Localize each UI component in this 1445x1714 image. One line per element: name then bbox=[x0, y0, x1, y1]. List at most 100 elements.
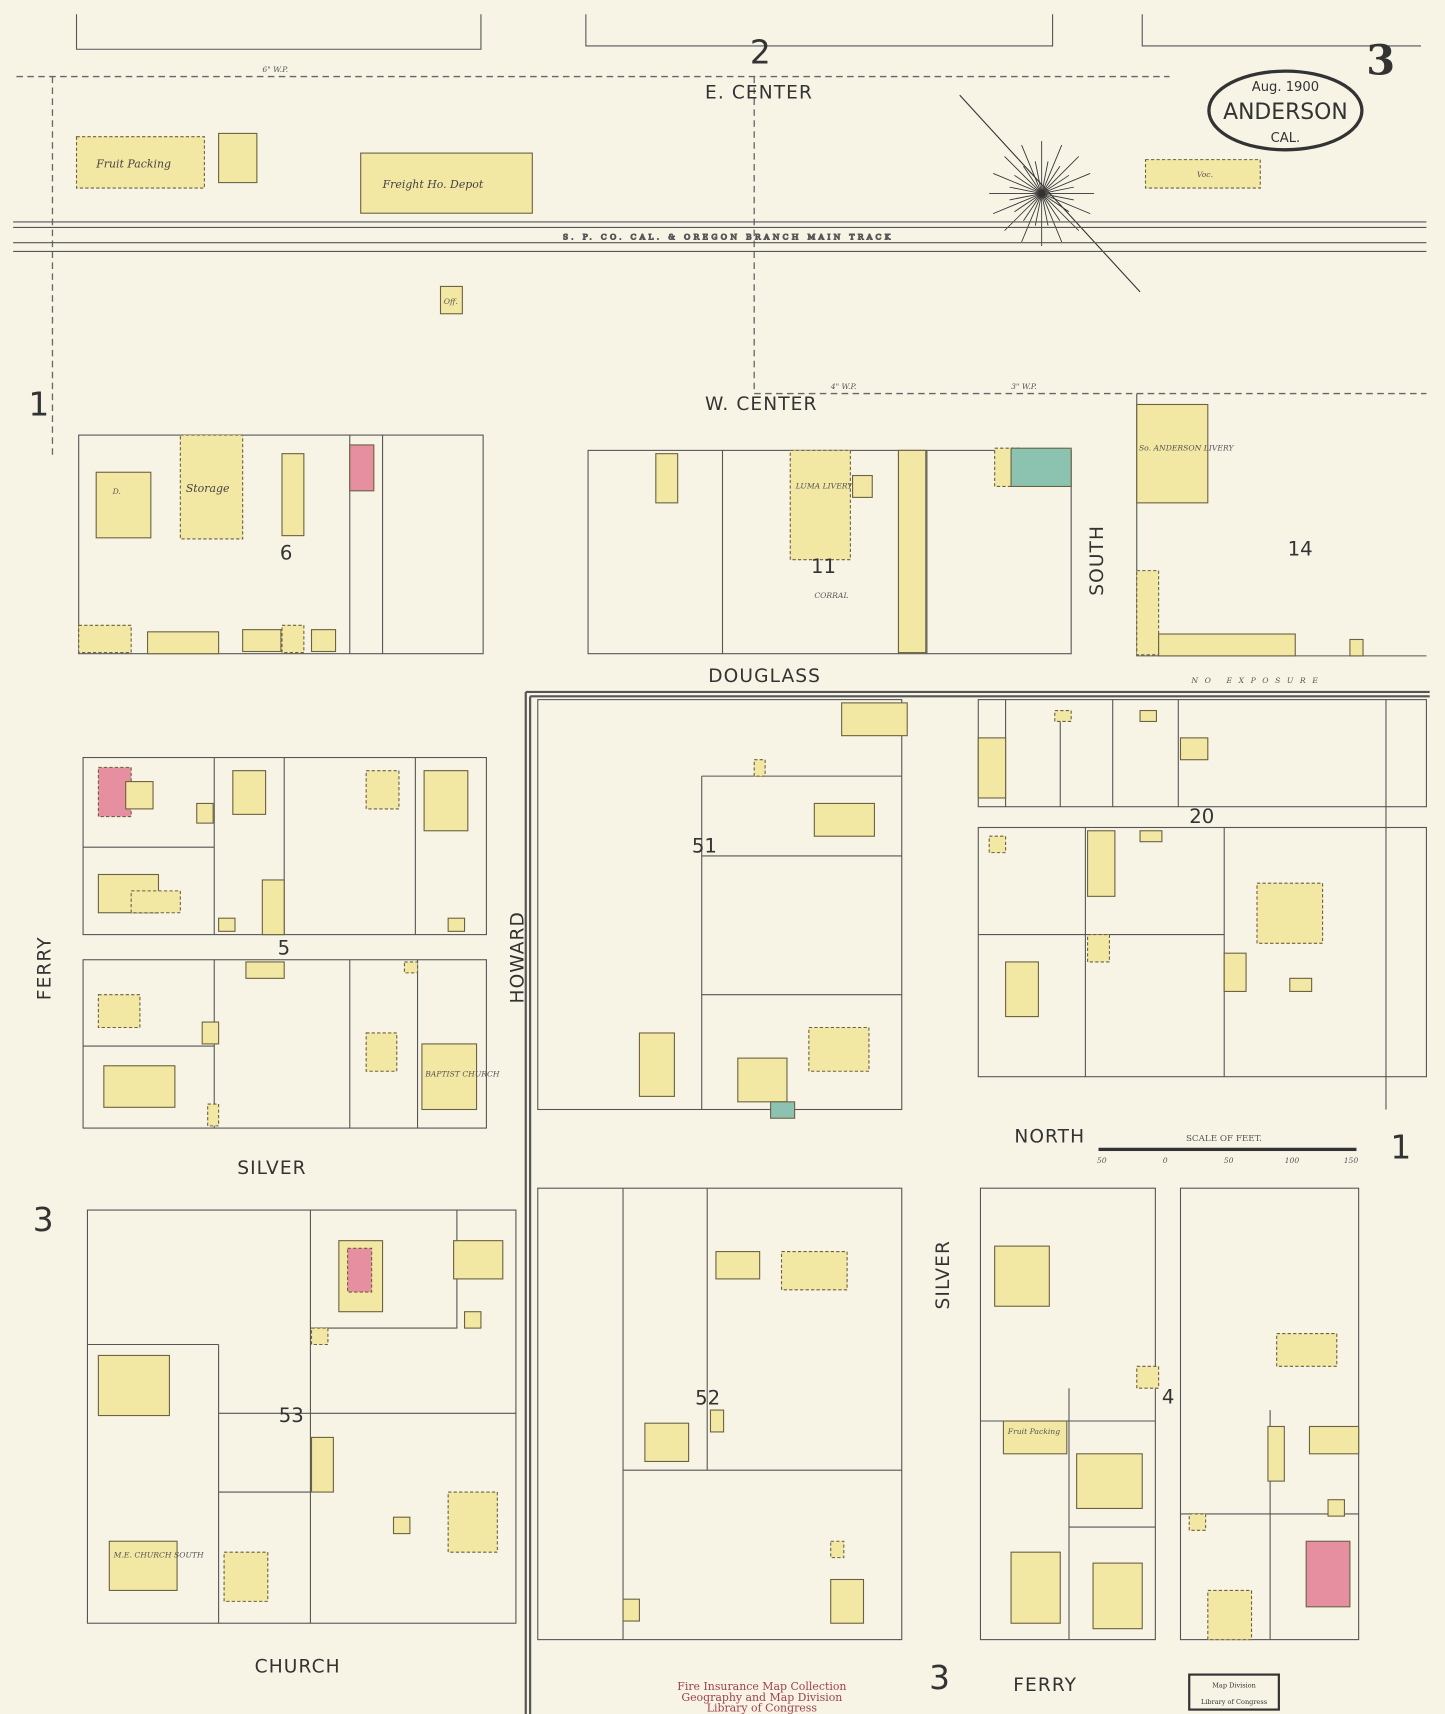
railroad-tracks: S. P. CO. CAL. & OREGON BRANCH MAIN TRAC… bbox=[13, 221, 1427, 253]
street-douglass: DOUGLASS bbox=[708, 666, 821, 687]
compass-ray bbox=[1041, 173, 1091, 194]
label-vacant: Voc. bbox=[1197, 170, 1213, 179]
building-footprint bbox=[1256, 882, 1324, 944]
building-footprint bbox=[97, 994, 141, 1029]
building-footprint bbox=[1305, 1540, 1351, 1608]
scale-tick: 50 bbox=[1097, 1156, 1107, 1165]
building-footprint bbox=[1267, 1425, 1285, 1482]
compass-ray bbox=[1014, 174, 1042, 194]
block-numbers: 6 11 14 51 20 5 53 52 4 bbox=[278, 537, 1313, 1427]
building-footprint bbox=[447, 1491, 498, 1553]
building-footprint bbox=[1136, 1365, 1160, 1389]
building-footprint bbox=[310, 1436, 334, 1493]
building-footprint bbox=[349, 444, 375, 492]
building-footprint bbox=[830, 1578, 865, 1624]
block-number: 20 bbox=[1189, 805, 1214, 828]
building-footprint bbox=[242, 629, 282, 653]
block-number: 14 bbox=[1288, 537, 1313, 560]
compass-ray bbox=[1021, 144, 1043, 194]
scale-tick: 50 bbox=[1224, 1156, 1234, 1165]
street-south: SOUTH bbox=[1087, 525, 1108, 596]
block-outlines bbox=[78, 393, 1430, 1714]
building-footprint bbox=[365, 1032, 398, 1072]
water-pipe-label: 3" W.P. bbox=[1011, 382, 1037, 391]
building-footprint bbox=[423, 770, 469, 832]
compass-ray bbox=[1034, 161, 1043, 194]
building-footprint bbox=[655, 453, 679, 504]
adjoining-sheet-left-top: 1 bbox=[28, 385, 49, 423]
adjoining-sheet-bottom: 3 bbox=[929, 1659, 950, 1697]
title-city: ANDERSON bbox=[1223, 100, 1348, 125]
building-footprint bbox=[360, 152, 533, 214]
stamp-line: Library of Congress bbox=[1201, 1698, 1268, 1706]
building-footprint bbox=[1349, 638, 1364, 657]
compass-ray bbox=[993, 173, 1042, 194]
scale-tick: 100 bbox=[1285, 1156, 1300, 1165]
label-fruit-packing: Fruit Packing bbox=[95, 157, 171, 170]
building-footprint bbox=[95, 471, 152, 539]
label-corral: CORRAL bbox=[814, 591, 848, 600]
building-footprint bbox=[261, 879, 285, 936]
street-ferry-left: FERRY bbox=[34, 936, 55, 1000]
compass-ray bbox=[1041, 193, 1091, 215]
building-footprint bbox=[813, 802, 875, 837]
scale-label: SCALE OF FEET. bbox=[1186, 1134, 1262, 1144]
building-footprint bbox=[994, 1245, 1050, 1307]
building-footprint bbox=[218, 132, 258, 184]
building-footprint bbox=[988, 835, 1007, 854]
building-footprint bbox=[218, 917, 236, 932]
label-fruit-packing-bottom: Fruit Packing bbox=[1007, 1427, 1060, 1436]
building-footprint bbox=[281, 453, 305, 537]
block-number: 6 bbox=[280, 542, 293, 565]
building-footprint bbox=[1076, 1453, 1143, 1509]
compass-ray bbox=[1009, 186, 1042, 194]
building-footprint bbox=[897, 449, 927, 654]
compass-ray bbox=[1004, 193, 1042, 231]
compass-ray bbox=[1041, 193, 1080, 231]
building-footprint bbox=[207, 1103, 220, 1127]
compass-ray bbox=[1041, 193, 1049, 226]
building-footprint bbox=[1207, 1589, 1253, 1641]
building-footprint bbox=[808, 1026, 870, 1072]
compass-ray bbox=[1009, 193, 1042, 201]
building-footprint bbox=[196, 802, 214, 824]
adjoining-sheet-right: 1 bbox=[1390, 1129, 1411, 1167]
water-pipe-label: 6" W.P. bbox=[262, 65, 288, 74]
building-footprint bbox=[1002, 1420, 1068, 1455]
building-footprint bbox=[439, 285, 463, 315]
water-pipe-label: 4" W.P. bbox=[830, 382, 857, 391]
building-footprint bbox=[1087, 934, 1110, 963]
stamp-line: Map Division bbox=[1212, 1682, 1256, 1690]
building-footprint bbox=[1005, 961, 1039, 1018]
scale-tick: 0 bbox=[1163, 1156, 1168, 1165]
street-silver-vertical: SILVER bbox=[933, 1240, 954, 1310]
building-footprint bbox=[130, 890, 181, 914]
building-footprint bbox=[753, 759, 766, 777]
building-footprint bbox=[638, 1032, 675, 1097]
compass-ray bbox=[1014, 193, 1042, 213]
building-footprint bbox=[463, 1311, 482, 1329]
compass-ray bbox=[1041, 174, 1070, 194]
building-footprint bbox=[737, 1057, 788, 1103]
compass-ray bbox=[1041, 144, 1063, 194]
label-luma-livery: LUMA LIVERY bbox=[795, 482, 854, 491]
label-storage: Storage bbox=[186, 482, 230, 495]
building-footprint bbox=[310, 629, 337, 653]
building-footprint bbox=[97, 1354, 170, 1417]
building-footprint bbox=[1010, 1551, 1061, 1624]
building-footprint bbox=[830, 1540, 845, 1559]
adjoining-sheet-left-bottom: 3 bbox=[33, 1201, 54, 1239]
building-footprint bbox=[421, 1043, 478, 1111]
building-footprint bbox=[1010, 447, 1072, 488]
label-office: Off. bbox=[444, 297, 458, 306]
block-number: 11 bbox=[811, 555, 836, 578]
building-footprint bbox=[1092, 1562, 1143, 1630]
title-date: Aug. 1900 bbox=[1252, 80, 1319, 95]
building-footprint bbox=[1139, 830, 1163, 843]
building-footprint bbox=[453, 1240, 504, 1280]
building-footprint bbox=[310, 1327, 329, 1346]
building-footprint bbox=[780, 1251, 848, 1291]
street-church: CHURCH bbox=[255, 1656, 341, 1677]
compass-ray bbox=[1041, 186, 1074, 194]
building-footprint bbox=[770, 1101, 796, 1119]
